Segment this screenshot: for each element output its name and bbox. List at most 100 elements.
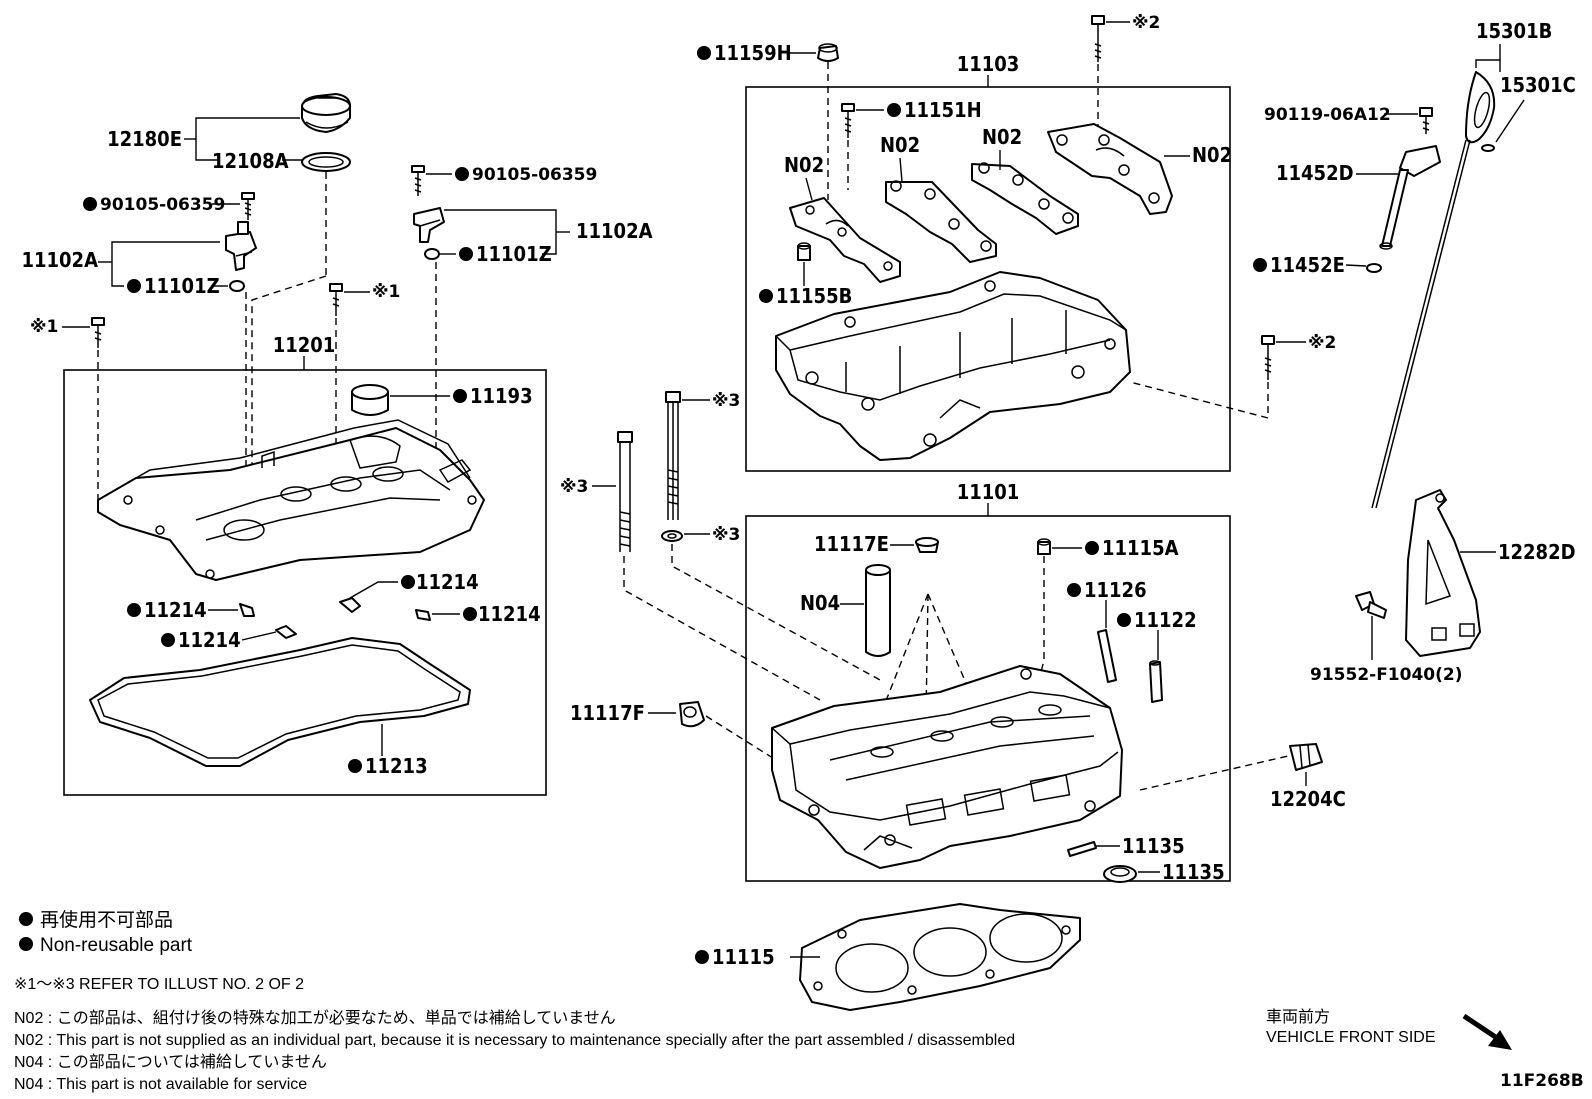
front-direction-arrow-icon [1462,1013,1512,1050]
camshaft-bearing-cap-4-part [1047,123,1173,215]
legend-n02-jp: N02 : この部品は、組付け後の特殊な加工が必要なため、単品では補給していませ… [14,1009,616,1027]
label-11115A: 11115A [1102,536,1179,560]
oil-dipstick-part [1371,71,1496,509]
nonreusable-dot [1253,258,1267,272]
label-90105-left: 90105-06359 [100,195,225,215]
label-11135-a: 11135 [1122,834,1185,858]
spark-plug-tube-seal-part [351,384,389,416]
label-15301B: 15301B [1476,19,1552,43]
label-11102A-right: 11102A [576,219,653,243]
camshaft-bearing-cap-2-part [885,180,997,263]
label-12180E: 12180E [107,127,182,151]
plug-11159H-part [817,43,839,62]
valve-guide-part [1097,629,1117,683]
label-11115: 11115 [712,945,775,969]
pin-11135-part [1067,841,1097,857]
label-11102A-left: 11102A [21,248,98,272]
label-11452D: 11452D [1276,161,1354,185]
bolt-90119-part [1419,107,1433,134]
label-11126: 11126 [1084,578,1147,602]
camshaft-housing-part [775,271,1131,461]
cylinder-head-gasket-part [799,903,1081,1011]
bolt-ref2-right-part [1261,335,1275,380]
label-11155B: 11155B [776,284,852,308]
washer-ref3-part [661,530,683,542]
nonreusable-dot [1067,583,1081,597]
bolt-ref1-center-part [329,283,343,316]
bolt-91552-part [1355,591,1387,619]
nonreusable-dot [697,46,711,60]
oring-right-part [424,248,440,260]
nonreusable-dot [459,247,473,261]
label-11193: 11193 [470,384,533,408]
label-N02-b: N02 [880,133,920,157]
label-12204C: 12204C [1270,787,1346,811]
nonreusable-dot [83,197,97,211]
bolt-ref1-left-part [91,317,105,348]
camshaft-bearing-cap-1-part [789,197,901,283]
label-N04: N04 [800,591,840,615]
nonreusable-dot [127,603,141,617]
legend-n04-jp: N04 : この部品については補給していません [14,1053,327,1071]
nonreusable-dot [127,279,141,293]
label-90119: 90119-06A12 [1264,105,1391,125]
label-12108A: 12108A [212,149,289,173]
bolt-ref3-long-1-part [665,391,681,520]
label-11135-b: 11135 [1162,860,1225,884]
label-11101Z-left: 11101Z [144,274,220,298]
nonreusable-dot [887,103,901,117]
oil-filler-cap-part [301,93,351,133]
label-90105-right: 90105-06359 [472,165,597,185]
diagram-id: 11F268B [1500,1071,1584,1091]
label-ref3-c: ※3 [712,525,740,545]
label-11214-d: 11214 [178,628,241,652]
label-11117F: 11117F [570,701,645,725]
label-11151H: 11151H [904,98,982,122]
plug-tube-gaskets-part [239,597,431,639]
label-11214-b: 11214 [416,570,479,594]
label-ref2-right: ※2 [1308,333,1336,353]
bolt-90105-left-part [241,192,255,220]
label-ref3-b: ※3 [560,477,588,497]
legend-n04-en: N04 : This part is not available for ser… [14,1076,307,1093]
label-11214-c: 11214 [478,602,541,626]
cover-group-box [63,369,547,796]
valve-guide-2-part [1149,660,1163,703]
cam-position-sensor-left-part [225,221,257,271]
label-11213: 11213 [365,754,428,778]
label-ref2-top: ※2 [1132,13,1160,33]
dowel-11155B-part [797,242,811,261]
label-11117E: 11117E [814,532,889,556]
nonreusable-dot [455,167,469,181]
label-ref3-a: ※3 [712,391,740,411]
direction-en: VEHICLE FRONT SIDE [1266,1029,1436,1046]
bolt-11151H-part [841,103,855,138]
legend-n02-en: N02 : This part is not supplied as an in… [14,1032,1015,1049]
label-15301C: 15301C [1500,73,1576,97]
nonreusable-dot [695,950,709,964]
cylinder-head-group-label: 11101 [957,480,1020,504]
label-11159H: 11159H [714,41,792,65]
seal-11135-part [1103,865,1137,883]
label-N02-c: N02 [982,125,1022,149]
nonreusable-dot [1085,541,1099,555]
legend-nonreusable-en: Non-reusable part [40,935,193,956]
legend-dot-jp [19,912,33,926]
label-11122: 11122 [1134,608,1197,632]
legend-nonreusable-jp: 再使用不可部品 [40,909,173,931]
cover-group-label: 11201 [273,333,336,357]
oring-11452E-part [1366,263,1382,273]
cylinder-head-cover-gasket-part [89,637,471,767]
nonreusable-dot [161,633,175,647]
dowel-11115A-part [1037,538,1051,555]
engine-hanger-part [1405,489,1481,657]
bolt-ref3-long-2-part [617,431,633,552]
direction-jp: 車両前方 [1266,1008,1330,1026]
nonreusable-dot [348,759,362,773]
nonreusable-dot [463,607,477,621]
plug-12204C-part [1289,743,1323,771]
oring-left-part [229,280,245,292]
legend-dot-en [19,937,33,951]
nonreusable-dot [1117,613,1131,627]
label-11101Z-right: 11101Z [476,242,552,266]
